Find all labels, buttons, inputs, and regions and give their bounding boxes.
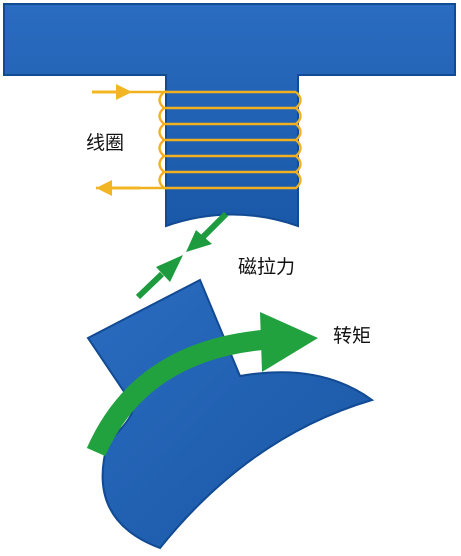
magnetic-force-label: 磁拉力 bbox=[238, 256, 296, 278]
torque-arrow bbox=[86, 312, 318, 457]
magnetic-force-arrows bbox=[135, 211, 229, 300]
iron-core bbox=[3, 3, 456, 228]
current-out-arrow bbox=[96, 180, 140, 196]
rotor bbox=[86, 278, 375, 550]
coil-windings bbox=[96, 90, 302, 190]
torque-label: 转矩 bbox=[333, 325, 372, 347]
coil-label: 线圈 bbox=[86, 132, 125, 154]
current-in-arrow bbox=[92, 84, 132, 100]
